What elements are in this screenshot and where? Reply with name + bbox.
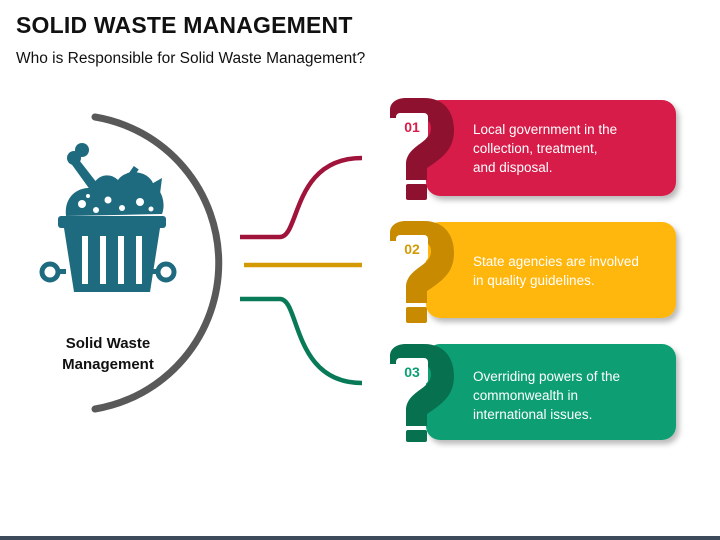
- number-badge-bg: [396, 358, 428, 384]
- card-02: 02: [390, 221, 676, 323]
- card-03-text: Overriding powers of the commonwealth in…: [473, 367, 658, 424]
- number-badge-03: 03: [404, 364, 420, 380]
- card-01-text-line3: and disposal.: [473, 160, 553, 175]
- number-badge-bg: [396, 113, 428, 139]
- question-mark-icon: [390, 344, 454, 426]
- number-badge-01: 01: [404, 119, 420, 135]
- question-mark-dot: [406, 184, 427, 200]
- card-03-text-line1: Overriding powers of the: [473, 369, 621, 384]
- card-01: 01: [390, 98, 676, 200]
- page-subtitle: Who is Responsible for Solid Waste Manag…: [16, 50, 366, 67]
- card-03-text-line3: international issues.: [473, 407, 593, 422]
- card-02-text-line2: in quality guidelines.: [473, 273, 595, 288]
- hub-label-line2: Management: [62, 356, 154, 373]
- hub-arc: [91, 113, 223, 413]
- hub-label: Solid Waste Management: [38, 333, 178, 375]
- hub-label-line1: Solid Waste: [65, 335, 151, 352]
- number-badge-bg: [396, 235, 428, 261]
- card-01-text-line1: Local government in the: [473, 122, 618, 137]
- card-03: 03: [390, 344, 676, 442]
- page-title: SOLID WASTE MANAGEMENT: [16, 12, 353, 38]
- question-mark-icon: [390, 221, 454, 303]
- connector-01: [240, 155, 363, 240]
- question-mark-dot: [406, 307, 427, 323]
- waste-bin-icon: [39, 143, 177, 292]
- bottom-bar: [0, 536, 720, 540]
- card-01-text-line2: collection, treatment,: [473, 141, 598, 156]
- card-02-text-line1: State agencies are involved: [473, 254, 639, 269]
- card-03-text-line2: commonwealth in: [473, 388, 579, 403]
- connector-03: [240, 296, 363, 386]
- number-badge-02: 02: [404, 241, 420, 257]
- question-mark-icon: [390, 98, 454, 180]
- card-01-text: Local government in the collection, trea…: [473, 120, 658, 177]
- question-mark-dot: [406, 430, 427, 442]
- card-02-text: State agencies are involved in quality g…: [473, 252, 658, 290]
